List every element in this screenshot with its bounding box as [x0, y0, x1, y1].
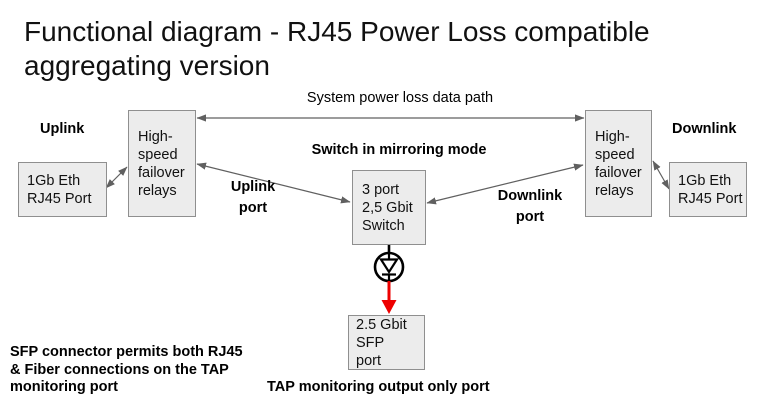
- uplink-failover-relays-box: High- speed failover relays: [128, 110, 196, 217]
- tap-output-arrow: [381, 281, 397, 314]
- downlink-relays-rj45-arrow: [652, 160, 670, 190]
- system-power-path-label: System power loss data path: [306, 90, 494, 106]
- uplink-port-label: Uplink port: [230, 179, 276, 216]
- diagram-title: Functional diagram - RJ45 Power Loss com…: [24, 16, 650, 81]
- uplink-label: Uplink: [40, 121, 85, 137]
- uplink-rj45-port-box: 1Gb Eth RJ45 Port: [18, 162, 107, 217]
- downlink-port-label: Downlink port: [497, 188, 563, 225]
- tap-output-note: TAP monitoring output only port: [267, 379, 490, 395]
- downlink-label: Downlink: [672, 121, 737, 137]
- diode-icon: [373, 251, 405, 283]
- uplink-rj45-relays-arrow: [105, 166, 128, 189]
- sfp-port-box: 2.5 Gbit SFP port: [348, 315, 425, 370]
- sfp-connector-note: SFP connector permits both RJ45 & Fiber …: [10, 344, 243, 395]
- switch-mode-label: Switch in mirroring mode: [311, 142, 487, 158]
- switch-downlink-relays-arrow: [426, 163, 584, 205]
- downlink-rj45-port-box: 1Gb Eth RJ45 Port: [669, 162, 747, 217]
- mirroring-switch-box: 3 port 2,5 Gbit Switch: [352, 170, 426, 245]
- uplink-relays-switch-arrow: [196, 162, 351, 204]
- downlink-failover-relays-box: High- speed failover relays: [585, 110, 652, 217]
